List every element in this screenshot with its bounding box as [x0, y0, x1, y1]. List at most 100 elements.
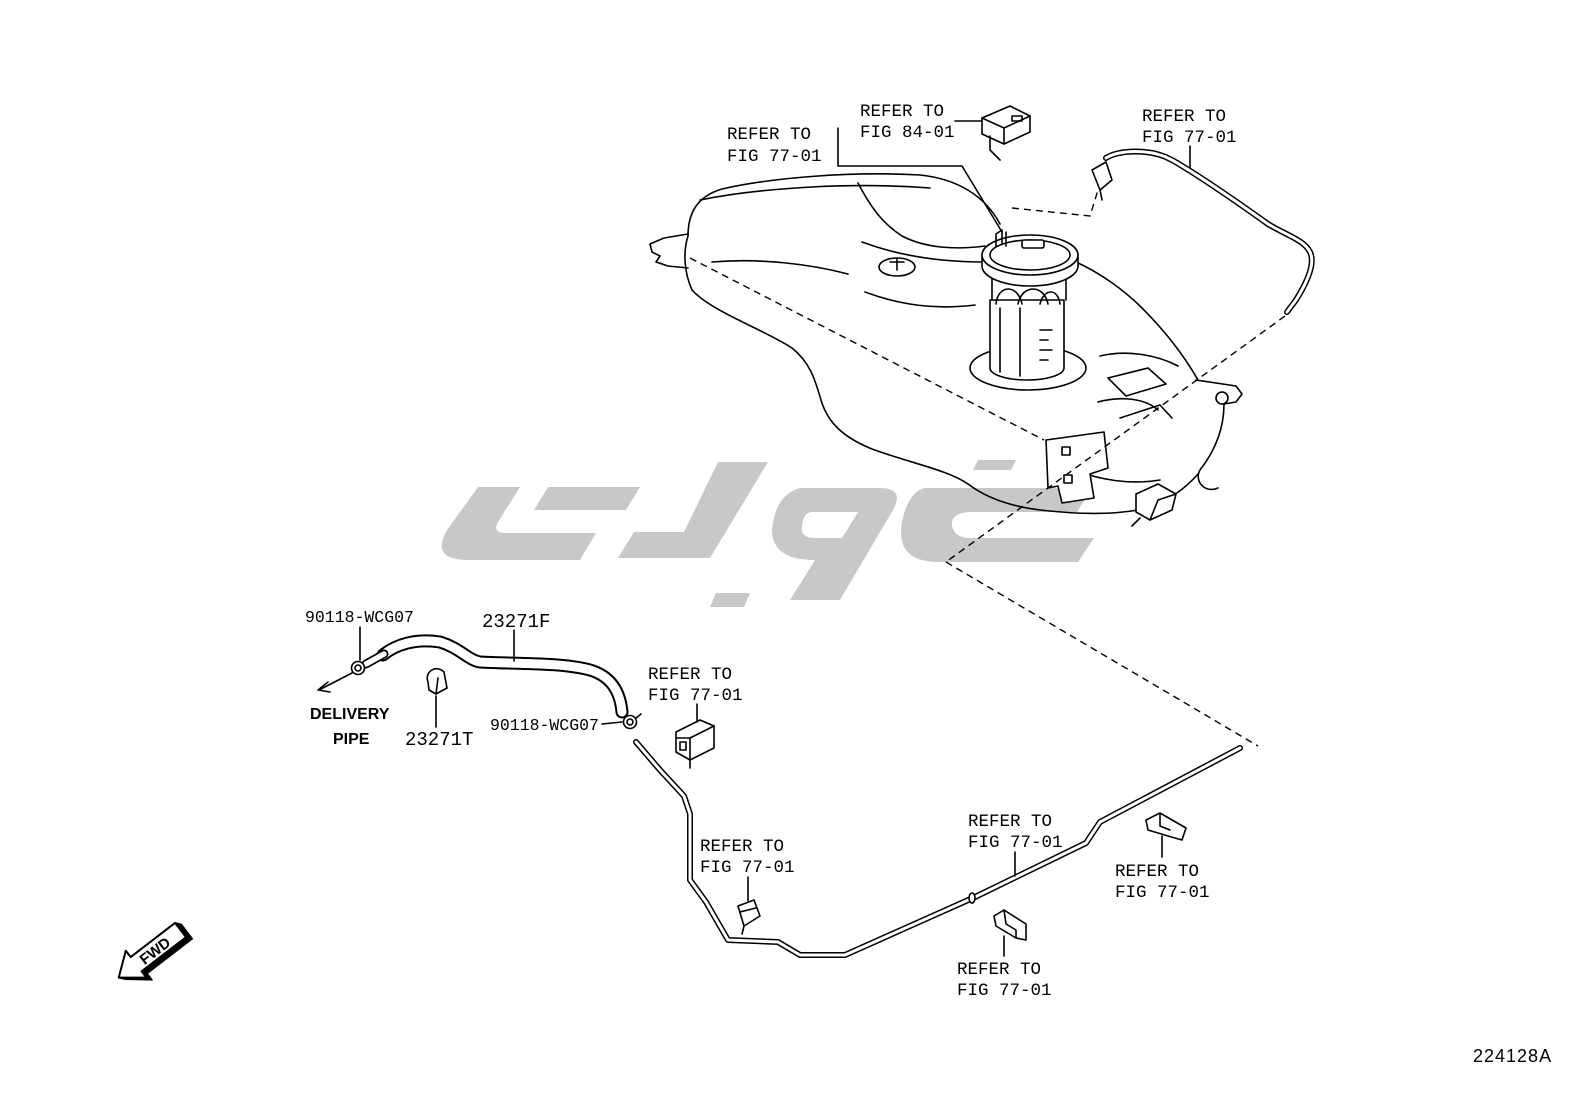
figure-code: 224128A [1473, 1046, 1552, 1066]
watermark-stroke-3 [618, 462, 768, 558]
tank-cap-stem [889, 257, 905, 271]
ref-line2: FIG 77-01 [957, 981, 1052, 1001]
ref-line1: REFER TO [860, 102, 944, 122]
arrow-shaft [318, 672, 353, 691]
tank-right-flange [1195, 379, 1243, 405]
tank-bracket-hole [1061, 446, 1071, 456]
tank-rib [1099, 352, 1179, 367]
tank-bracket-hole [1063, 474, 1073, 484]
tank-left-end [684, 235, 693, 291]
watermark-dots [710, 593, 750, 607]
tank-rib [1119, 404, 1173, 419]
tank-connector-edge [1131, 493, 1177, 527]
upper-hose-connector-tip [1099, 189, 1103, 201]
pipe-clip-b [993, 909, 1027, 941]
ref-callout-connector: REFER TO FIG 77-01 [648, 665, 743, 706]
tank-rib [1107, 367, 1167, 397]
watermark-logo [441, 460, 1094, 607]
part-number-hose: 23271F [482, 611, 550, 633]
ref-line1: REFER TO [648, 665, 732, 685]
watermark-stroke-5 [900, 488, 1094, 562]
pipe-connector-clip [675, 719, 715, 769]
watermark-stroke-6 [973, 460, 1016, 470]
dashed-line [945, 561, 1259, 747]
fwd-arrow-face [117, 921, 188, 979]
fuel-main-pipe [633, 739, 1243, 958]
delivery-pipe-label-line1: DELIVERY [310, 706, 390, 723]
delivery-pipe-label-line2: PIPE [333, 731, 370, 748]
hose-clip-23271T [426, 667, 448, 695]
upper-hose-connector [1091, 161, 1113, 191]
clamp-ring [350, 660, 366, 676]
clamp-ring [622, 714, 638, 730]
tank-bottom-edge [691, 289, 1139, 515]
ref-line2: FIG 77-01 [648, 686, 743, 706]
upper-hose [1091, 148, 1315, 315]
clip-edge [1003, 909, 1017, 939]
ref-callout-sender: REFER TO FIG 84-01 [860, 102, 955, 143]
ref-line2: FIG 77-01 [700, 858, 795, 878]
pump-body [989, 299, 1065, 381]
ref-callout-pipe: REFER TO FIG 77-01 [968, 812, 1063, 853]
leader-lines [359, 120, 1191, 957]
leader-line [601, 721, 623, 725]
pump-hose-loops [995, 288, 1061, 305]
sender-connector-latch [1011, 115, 1023, 122]
clip-edge [1159, 812, 1171, 831]
ref-callout-upper-hose: REFER TO FIG 77-01 [1142, 107, 1237, 148]
delivery-pipe-arrow-icon [317, 672, 353, 693]
part-number-clip: 23271T [405, 729, 473, 751]
ref-line1: REFER TO [727, 125, 811, 145]
watermark-stroke-2 [534, 487, 640, 510]
tank-top-rim [699, 184, 931, 201]
dashed-line [1011, 189, 1099, 217]
ref-line1: REFER TO [957, 960, 1041, 980]
ref-line1: REFER TO [968, 812, 1052, 832]
ref-line2: FIG 77-01 [1115, 883, 1210, 903]
tank-right-upper [1075, 261, 1199, 381]
watermark-stroke-4 [772, 488, 897, 600]
ref-callout-clip-c: REFER TO FIG 77-01 [1115, 862, 1210, 903]
ref-line1: REFER TO [700, 837, 784, 857]
fuel-hose-inner [378, 636, 627, 717]
ref-callout-tank-top-left: REFER TO FIG 77-01 [727, 125, 822, 167]
tank-right-end [1197, 403, 1225, 491]
tank-fitting [1215, 391, 1229, 405]
part-number-clamp-right: 90118-WCG07 [490, 716, 599, 735]
part-number-clamp-left: 90118-WCG07 [305, 608, 414, 627]
hose-clamp-left [350, 660, 366, 676]
ref-line2: FIG 77-01 [1142, 128, 1237, 148]
ref-line2: FIG 77-01 [727, 147, 822, 167]
leader-line [837, 127, 1003, 233]
hose-clamp-right [622, 713, 642, 730]
watermark-stroke-1 [441, 487, 596, 560]
ref-callout-clip-a: REFER TO FIG 77-01 [700, 837, 795, 878]
dashed-line [689, 257, 1045, 441]
arrow-head [317, 681, 331, 693]
upper-hose-inner [1104, 150, 1314, 314]
pump-ports [995, 229, 1007, 247]
fuel-hose [361, 634, 629, 719]
fuel-pipe-joint [968, 892, 976, 904]
ref-line1: REFER TO [1142, 107, 1226, 127]
ref-line2: FIG 77-01 [968, 833, 1063, 853]
ref-callout-clip-b: REFER TO FIG 77-01 [957, 960, 1052, 1001]
clip-edge [435, 677, 439, 695]
ref-line2: FIG 84-01 [860, 123, 955, 143]
tank-contour [857, 182, 986, 249]
pump-cover-plate [1021, 239, 1045, 249]
clamp-ring-inner [626, 718, 634, 726]
pump-body-detail [999, 307, 1053, 377]
connector-window [679, 741, 687, 751]
tank-left-flange [649, 233, 689, 269]
sender-connector [981, 105, 1031, 161]
sender-connector-lead [989, 135, 1001, 161]
tank-connector [1135, 483, 1177, 521]
ref-line1: REFER TO [1115, 862, 1199, 882]
tank-contour [711, 259, 849, 275]
connector-edge [675, 725, 715, 769]
fuel-pipe-inner [634, 740, 1242, 957]
tank-contour [861, 241, 985, 263]
clamp-tab [635, 713, 642, 719]
